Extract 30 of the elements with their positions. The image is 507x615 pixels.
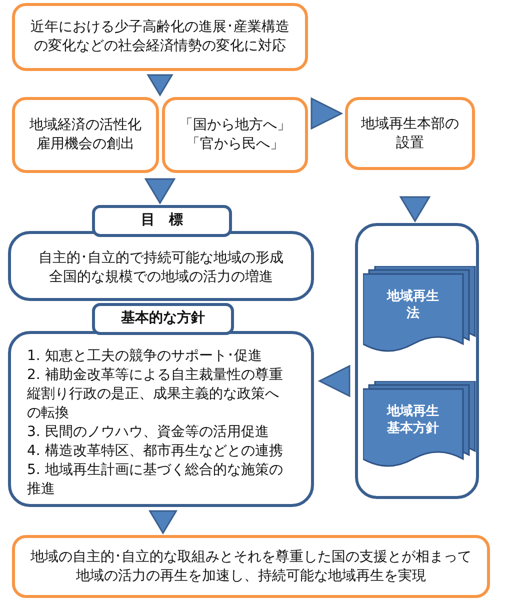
arrow [144,178,176,204]
box-text: 地域の自主的･自立的な取組みとそれを尊重した国の支援とが相まって地域の活力の再生を加速し、持続可能な地域再生を実現 [30,548,472,586]
rounded-box [12,97,159,173]
rounded-panel [355,223,479,499]
rounded-box [12,535,490,598]
rounded-box [345,97,475,170]
box-text: 地域再生本部の設置 [360,114,460,152]
goal-text: 自主的･自立的で持続可能な地域の形成 [38,249,284,268]
list-item: 4. 構造改革特区、都市再生などとの連携 [27,442,284,461]
rounded-box [162,97,308,173]
heading-tab: 目 標 [92,205,232,237]
arrow [310,97,344,130]
box-text: 「官から民へ」 [185,135,285,154]
document-title: 地域再生法 [386,288,440,322]
arrow [148,510,178,534]
box-text: 雇用機会の創出 [36,135,136,154]
list-item: 1. 知恵と工夫の競争のサポート･促進 [27,347,263,366]
arrow [146,74,174,96]
document-title: 地域再生基本方針 [386,403,440,437]
box-text: 「国から地方へ」 [178,116,292,135]
arrow [318,364,350,398]
arrow [399,196,431,222]
list-item: 5. 地域再生計画に基づく総合的な施策の推進 [27,461,284,499]
list-item: 2. 補助金改革等による自主裁量性の尊重縦割り行政の是正、成果主義的な政策への転換 [27,366,284,423]
list-item: 3. 民間のノウハウ、資金等の活用促進 [27,423,270,442]
box-text: 地域経済の活性化 [28,116,142,135]
goal-text: 全国的な規模での地域の活力の増進 [48,268,274,287]
rounded-box [12,3,308,71]
box-text: 近年における少子高齢化の進展･産業構造の変化などの社会経済情勢の変化に対応 [30,18,290,56]
heading-tab: 基本的な方針 [92,303,234,335]
